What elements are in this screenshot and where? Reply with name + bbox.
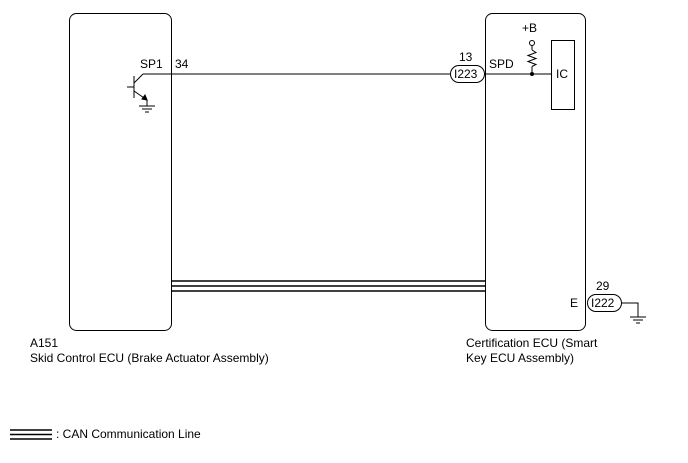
i223-connector-label: I223 bbox=[454, 67, 478, 81]
transistor-icon bbox=[127, 73, 171, 106]
connector-icon bbox=[450, 65, 485, 83]
i222-pin-number: 29 bbox=[596, 279, 610, 293]
left-ecu-name: Skid Control ECU (Brake Actuator Assembl… bbox=[30, 351, 269, 365]
i223-pin-number: 13 bbox=[459, 50, 473, 64]
sp1-terminal-label: SP1 bbox=[140, 57, 163, 71]
spd-terminal-label: SPD bbox=[489, 57, 514, 71]
can-communication-lines bbox=[171, 280, 485, 292]
legend-can-symbol bbox=[10, 429, 52, 440]
i222-connector-label: I222 bbox=[591, 296, 615, 310]
supply-label: +B bbox=[522, 21, 537, 35]
e-terminal-label: E bbox=[570, 296, 578, 310]
skid-control-ecu-box bbox=[69, 13, 172, 331]
right-ecu-name-line1: Certification ECU (Smart bbox=[466, 336, 598, 350]
left-ecu-code: A151 bbox=[30, 336, 59, 350]
resistor-icon bbox=[526, 40, 538, 74]
right-ecu-name-line2: Key ECU Assembly) bbox=[466, 351, 575, 365]
ground-icon bbox=[139, 105, 155, 113]
ground-icon bbox=[630, 316, 646, 324]
sp1-pin-number: 34 bbox=[175, 57, 189, 71]
ground-wire bbox=[621, 302, 639, 317]
ic-box bbox=[551, 40, 575, 110]
certification-ecu-box bbox=[485, 13, 586, 331]
ic-label: IC bbox=[556, 67, 568, 81]
legend-can-label: : CAN Communication Line bbox=[56, 427, 201, 441]
